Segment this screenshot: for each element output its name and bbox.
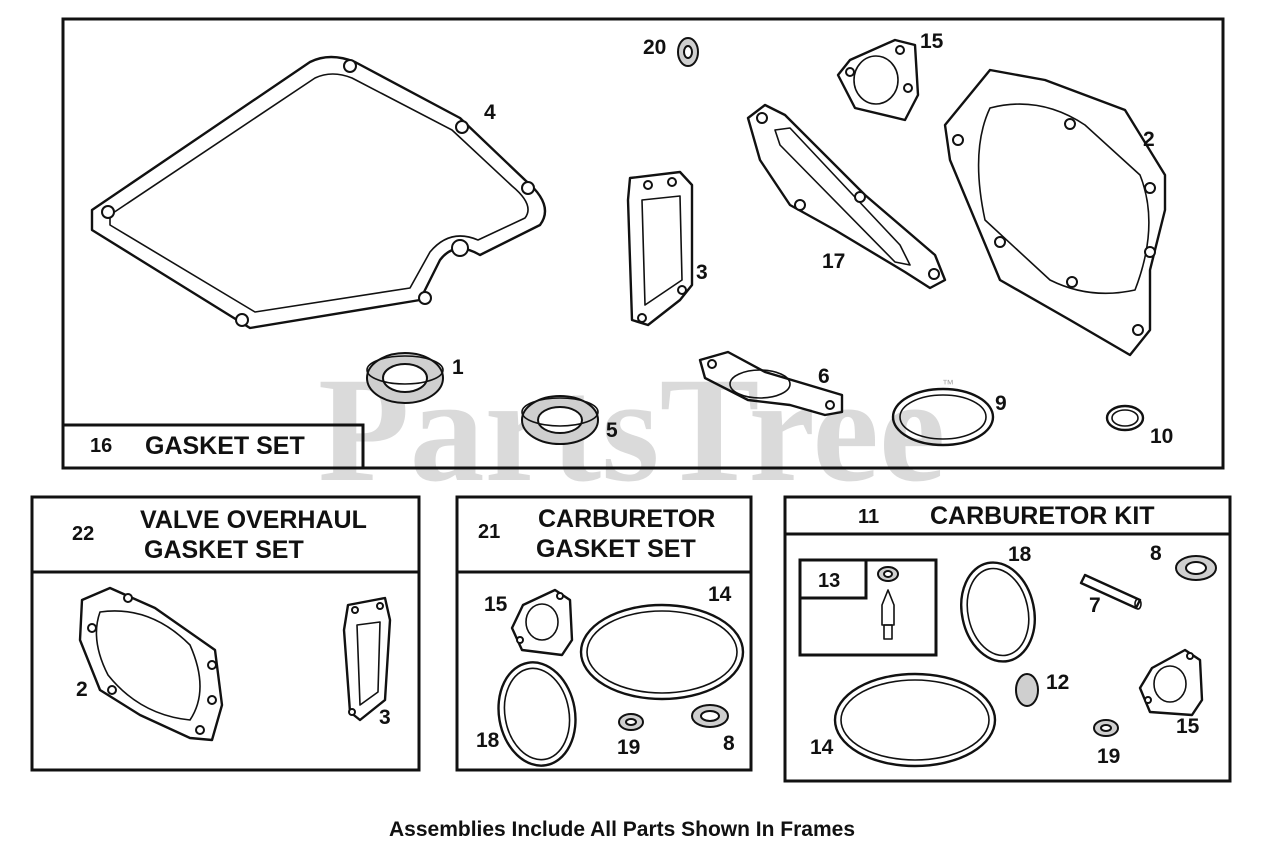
callout-1: 1: [452, 356, 464, 379]
valve-overhaul-border: [30, 495, 421, 772]
float-needle-label-box: [798, 558, 868, 600]
watermark-trademark: ™: [942, 377, 954, 391]
gasket-set-number: 16: [90, 435, 112, 457]
float-needle-part-13: [877, 566, 899, 640]
callout-14: 14: [810, 736, 834, 759]
gasket-set-title: GASKET SET: [145, 432, 305, 460]
callout-14: 14: [708, 583, 732, 606]
callout-6: 6: [818, 365, 830, 388]
washer-part-19: [618, 713, 644, 731]
valve-overhaul-title-2: GASKET SET: [144, 536, 304, 564]
callout-12: 12: [1046, 671, 1069, 694]
callout-19: 19: [1097, 745, 1120, 768]
footnote: Assemblies Include All Parts Shown In Fr…: [389, 818, 855, 841]
carb-kit-number: 11: [858, 506, 879, 528]
o-ring-part-14: [579, 603, 745, 701]
washer-part-8: [691, 704, 729, 728]
crankcase-gasket-part-4: [90, 55, 547, 330]
carb-kit-border: [783, 495, 1232, 783]
washer-part-20: [677, 37, 699, 67]
callout-4: 4: [484, 101, 496, 124]
breather-gasket-part-3: [626, 170, 694, 327]
callout-8: 8: [723, 732, 735, 755]
washer-part-19: [1093, 719, 1119, 737]
callout-17: 17: [822, 250, 845, 273]
carburetor-gasket-set-frame: 21 CARBURETOR GASKET SET 15 14 18 19: [455, 495, 753, 772]
gasket-set-frame: 16 GASKET SET 4 20 15: [61, 17, 1225, 470]
callout-7: 7: [1089, 594, 1101, 617]
callout-15: 15: [484, 593, 508, 616]
callout-19: 19: [617, 736, 640, 759]
callout-3: 3: [379, 706, 391, 729]
head-gasket-part-2: [943, 68, 1167, 357]
oil-seal-part-1: [366, 352, 444, 404]
exhaust-gasket-part-17: [746, 103, 947, 290]
carb-gasket-title-1: CARBURETOR: [538, 505, 715, 533]
intake-gasket-part-15: [1138, 648, 1204, 717]
callout-18: 18: [476, 729, 500, 752]
breather-gasket-part-3: [342, 596, 392, 722]
callout-20: 20: [643, 36, 666, 59]
washer-part-8: [1175, 555, 1217, 581]
intake-gasket-part-15: [510, 588, 574, 657]
oil-seal-part-5: [521, 395, 599, 445]
callout-2: 2: [76, 678, 88, 701]
float-needle-number: 13: [818, 570, 840, 592]
callout-5: 5: [606, 419, 618, 442]
callout-15: 15: [920, 30, 944, 53]
callout-10: 10: [1150, 425, 1173, 448]
carb-gasket-title-2: GASKET SET: [536, 535, 696, 563]
o-ring-part-18: [960, 561, 1036, 663]
o-ring-part-18: [497, 661, 577, 767]
carb-gasket-number: 21: [478, 521, 500, 543]
callout-2: 2: [1143, 128, 1155, 151]
callout-18: 18: [1008, 543, 1032, 566]
float-needle-subframe: [798, 558, 938, 657]
callout-3: 3: [696, 261, 708, 284]
o-ring-part-10: [1105, 404, 1145, 432]
carb-gasket-border: [455, 495, 753, 772]
plug-part-12: [1015, 673, 1039, 707]
carburetor-kit-frame: 11 CARBURETOR KIT 13 18 7 8 1: [783, 495, 1232, 783]
valve-overhaul-number: 22: [72, 523, 94, 545]
callout-9: 9: [995, 392, 1007, 415]
callout-8: 8: [1150, 542, 1162, 565]
o-ring-part-14: [833, 672, 997, 768]
pin-part-7: [1079, 573, 1142, 610]
gasket-set-label-box: [61, 423, 365, 470]
callout-15: 15: [1176, 715, 1200, 738]
valve-overhaul-title-1: VALVE OVERHAUL: [140, 506, 367, 534]
valve-overhaul-frame: 22 VALVE OVERHAUL GASKET SET 2 3: [30, 495, 421, 772]
o-ring-part-9: [891, 387, 995, 447]
flange-gasket-part-6: [698, 350, 844, 417]
carb-kit-title: CARBURETOR KIT: [930, 502, 1155, 530]
gasket-set-border: [61, 17, 1225, 470]
intake-gasket-part-15: [836, 38, 920, 122]
head-gasket-part-2: [78, 586, 224, 742]
